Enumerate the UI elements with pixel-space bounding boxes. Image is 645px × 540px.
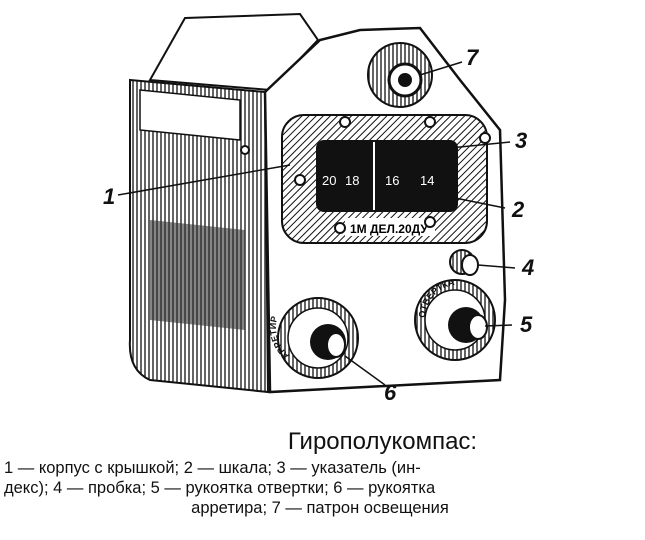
dial-number: 14 bbox=[420, 173, 434, 188]
callout-5: 5 bbox=[520, 312, 533, 337]
caption-line-2: декс); 4 — пробка; 5 — рукоятка отвертки… bbox=[4, 479, 436, 497]
callout-7: 7 bbox=[466, 45, 479, 70]
dial-number: 18 bbox=[345, 173, 359, 188]
dial-number: 20 bbox=[322, 173, 336, 188]
caption-line-1: 1 — корпус с крышкой; 2 — шкала; 3 — ука… bbox=[4, 459, 421, 477]
gyro-compass-illustration: 20 18 16 14 1М ДЕЛ.20ДУ АРРЕТИР ОТВЕРТКА bbox=[117, 12, 516, 394]
callout-6: 6 bbox=[384, 380, 397, 405]
callout-3: 3 bbox=[515, 128, 528, 153]
caption-title: Гирополукомпас: bbox=[287, 428, 478, 455]
dial-number: 16 bbox=[385, 173, 399, 188]
callout-2: 2 bbox=[512, 197, 525, 222]
callout-1: 1 bbox=[103, 184, 116, 209]
plate-text: 1М ДЕЛ.20ДУ bbox=[350, 222, 428, 236]
caption-line-3: арретира; 7 — патрон освещения bbox=[191, 499, 449, 517]
callout-4: 4 bbox=[522, 255, 535, 280]
scale-window bbox=[316, 140, 458, 212]
